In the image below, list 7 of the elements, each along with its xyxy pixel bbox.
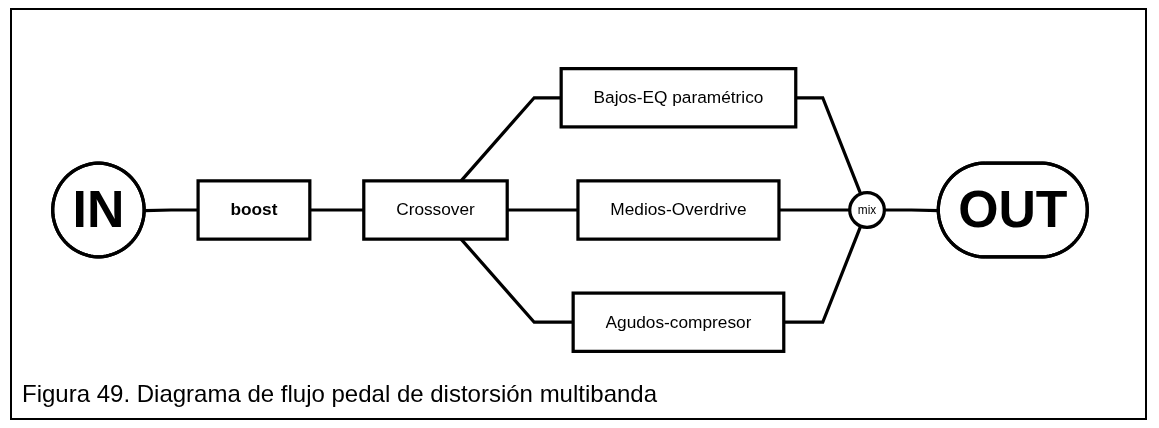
node-circle: mix <box>848 191 886 229</box>
node-box: boost <box>196 179 312 241</box>
node-box: Bajos-EQ paramétrico <box>559 67 798 129</box>
node-box: Crossover <box>362 179 509 241</box>
figure-caption: Figura 49. Diagrama de flujo pedal de distorsión multibanda <box>22 380 658 408</box>
node-box: Medios-Overdrive <box>576 179 781 241</box>
node-box: Agudos-compresor <box>571 291 786 353</box>
